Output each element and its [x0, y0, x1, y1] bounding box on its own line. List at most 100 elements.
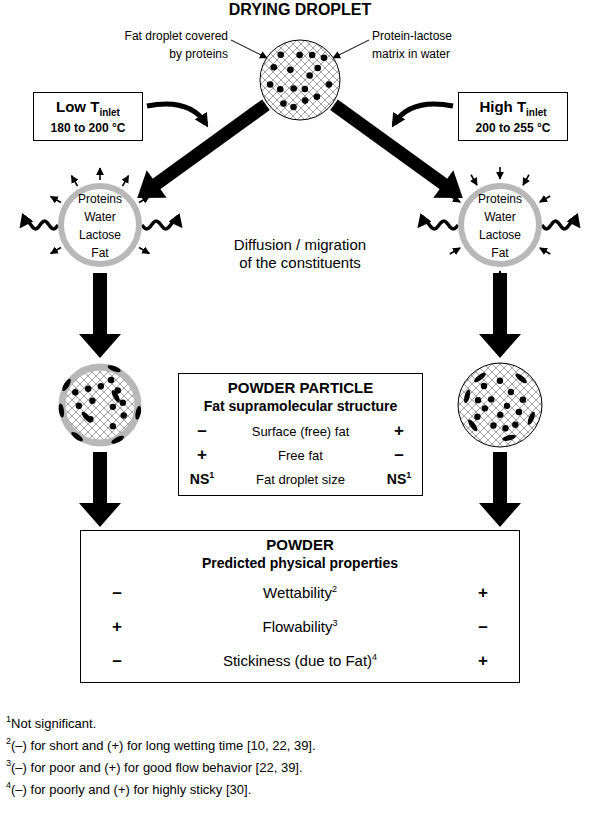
fat-droplet-dot: [296, 52, 303, 59]
fat-droplet-dot: [481, 383, 487, 389]
footnote: 4(–) for poorly and (+) for highly stick…: [6, 780, 586, 798]
text-line: Fat supramolecular structure: [185, 397, 416, 415]
text-line: Proteins: [78, 189, 122, 207]
fat-droplet-dot: [302, 86, 309, 93]
property-cell: –: [87, 582, 147, 604]
property-cell: Surface (free) fat: [219, 422, 382, 440]
migration-arrow: [123, 176, 129, 186]
fat-droplet-dot: [482, 405, 488, 411]
node-text: NS: [387, 471, 406, 487]
node-text: High T: [479, 98, 526, 115]
block-arrow-connector: [334, 105, 463, 198]
node-text: Lactose: [79, 228, 121, 242]
property-cell: –: [185, 420, 219, 442]
process-box: POWDER PARTICLEFat supramolecular struct…: [178, 373, 423, 496]
label-text: Fat droplet covered by proteins: [125, 29, 228, 61]
property-cell: Fat droplet size: [219, 470, 382, 488]
node-text: Fat droplet size: [256, 472, 345, 487]
fat-globule: [514, 372, 528, 385]
fat-droplet-dot: [120, 412, 126, 418]
index-text: 1: [406, 470, 411, 480]
process-box: Low Tinlet180 to 200 °C: [33, 92, 143, 141]
node-text: –: [112, 651, 121, 670]
node-text: Stickiness (due to Fat): [223, 652, 372, 669]
text-line: Fat: [91, 243, 108, 261]
property-cell: Free fat: [219, 446, 382, 464]
node-text: NS: [190, 471, 209, 487]
property-cell: –: [87, 650, 147, 672]
process-box: POWDERPredicted physical properties–Wett…: [80, 530, 520, 683]
property-cell: +: [453, 650, 513, 672]
arrow-head: [137, 170, 166, 198]
fat-droplet-dot: [512, 421, 518, 427]
text-line: Lactose: [479, 225, 521, 243]
node-text: Fat: [91, 246, 108, 260]
text-line: Fat: [491, 243, 508, 261]
block-arrow: [79, 452, 121, 527]
fat-droplet-dot: [89, 398, 95, 404]
fat-droplet-dot: [120, 399, 126, 405]
curved-arrow: [394, 104, 453, 124]
node-text: Proteins: [78, 192, 122, 206]
water-evaporation-arrow: [22, 221, 58, 229]
text-line: POWDER: [87, 535, 513, 554]
curved-arrow: [147, 104, 206, 124]
text-line: POWDER PARTICLE: [185, 378, 416, 397]
node-text: 200 to 255 °C: [476, 121, 551, 135]
migration-arrow: [450, 248, 460, 254]
block-arrow-connector: [137, 105, 266, 198]
footnote-number: 2: [6, 736, 11, 746]
text-line: Water: [84, 207, 116, 225]
process-box: High Tinlet200 to 255 °C: [458, 92, 568, 141]
fat-droplet-dot: [306, 72, 313, 79]
fat-droplet-dot: [290, 85, 297, 92]
footnote-number: 4: [6, 780, 11, 790]
fat-droplet-dot: [267, 81, 274, 88]
block-arrow: [79, 273, 121, 358]
fat-globule: [61, 378, 73, 393]
index-text: 4: [372, 652, 377, 662]
powder-particle: [58, 364, 142, 446]
text-line: Lactose: [79, 225, 121, 243]
property-cell: NS1: [185, 468, 219, 490]
node-text: Flowability: [262, 618, 332, 635]
node-text: POWDER: [266, 536, 334, 553]
text-line: Proteins: [478, 189, 522, 207]
property-cell: +: [453, 582, 513, 604]
fat-droplet-dot: [475, 397, 481, 403]
fat-droplet-dot: [502, 425, 508, 431]
fat-globule: [70, 430, 84, 442]
property-cell: +: [382, 420, 416, 442]
node-text: Water: [484, 210, 516, 224]
node-text: Free fat: [278, 448, 323, 463]
fat-droplet-dot: [108, 377, 114, 383]
property-cell: –: [382, 444, 416, 466]
fat-droplet-dot: [497, 412, 503, 418]
fat-droplet-dot: [309, 52, 316, 59]
property-cell: +: [87, 616, 147, 638]
fat-droplet-dot: [516, 409, 522, 415]
node-text: +: [197, 445, 207, 464]
label-text: Diffusion / migration of the constituent…: [234, 236, 366, 271]
fat-droplet-dot: [277, 86, 284, 93]
fat-droplet-dot: [321, 54, 328, 61]
migration-arrow: [139, 248, 149, 254]
fat-droplet-dot: [280, 100, 287, 107]
property-row: –Wettability2+: [87, 576, 513, 610]
index-text: 3: [333, 618, 338, 628]
leader-line: [333, 40, 369, 58]
property-row: + Free fat –: [185, 443, 416, 467]
label-text: (–) for short and (+) for long wetting t…: [11, 738, 316, 753]
water-evaporation-arrow: [142, 221, 180, 229]
node-text: Water: [84, 210, 116, 224]
text-line: 180 to 200 °C: [40, 118, 136, 136]
index-text: 2: [332, 584, 337, 594]
migration-arrow: [540, 248, 550, 254]
migration-arrows: [22, 167, 578, 283]
node-text: Proteins: [478, 192, 522, 206]
block-arrow: [479, 273, 521, 358]
text-line: DRYING DROPLET: [225, 0, 375, 20]
fat-droplet-dot: [488, 396, 494, 402]
droplet-shape: [225, 0, 375, 124]
